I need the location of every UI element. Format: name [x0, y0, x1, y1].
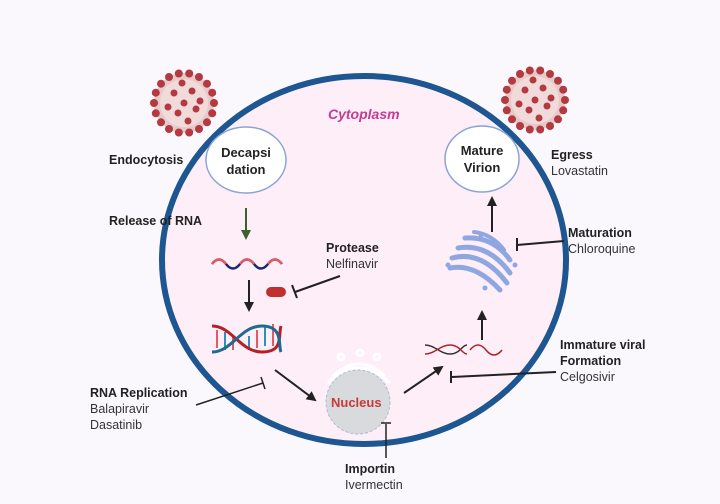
- drug-nelfinavir: Nelfinavir: [326, 257, 379, 271]
- virus-spike: [165, 125, 173, 133]
- virus-spike: [195, 73, 203, 81]
- virus-spike: [535, 114, 543, 122]
- importin-label: Importin Ivermectin: [345, 462, 403, 492]
- virus-spike: [561, 96, 569, 104]
- virus-spike: [529, 76, 537, 84]
- drug-celgosivir: Celgosivir: [560, 370, 615, 384]
- mature-virion-bubble: [444, 125, 520, 193]
- virus-spike: [501, 96, 509, 104]
- virus-spike: [195, 125, 203, 133]
- virus-spike: [174, 69, 183, 78]
- virus-spike: [536, 66, 545, 75]
- virus-spike: [508, 76, 516, 85]
- virus-icon-egress: [501, 66, 569, 134]
- virus-spike: [502, 85, 511, 94]
- arrow-to-nucleus: [274, 369, 317, 402]
- inhibit-protease: [294, 275, 341, 293]
- virus-spike: [185, 128, 194, 137]
- virus-spike: [554, 115, 562, 124]
- virus-spike: [157, 118, 165, 127]
- nucleus: [325, 369, 391, 435]
- virus-spike: [196, 97, 204, 105]
- virus-spike: [203, 79, 211, 88]
- virus-spike: [525, 125, 534, 134]
- drug-lovastatin: Lovastatin: [551, 164, 608, 178]
- virus-spike: [192, 105, 200, 113]
- virus-spike: [543, 102, 551, 110]
- virus-spike: [525, 106, 533, 114]
- dna-helix-icon: [211, 324, 283, 354]
- virus-spike: [157, 79, 165, 88]
- virus-spike: [150, 99, 158, 107]
- cytoplasm-label: Cytoplasm: [328, 106, 400, 122]
- virus-spike: [210, 99, 218, 107]
- decapsidation-label: Decapsi dation: [206, 144, 286, 178]
- drug-ivermectin: Ivermectin: [345, 478, 403, 492]
- decapsidation-line-1: Decapsi: [221, 145, 271, 160]
- virus-spike: [521, 86, 529, 94]
- endocytosis-label: Endocytosis: [109, 153, 184, 167]
- immature-formation-label: Immature viral Formation Celgosivir: [560, 338, 646, 384]
- release-rna-label: Release of RNA: [109, 214, 203, 228]
- virus-spike: [151, 109, 160, 118]
- mature-virion-line-1: Mature: [460, 143, 504, 158]
- virus-spike: [525, 66, 534, 75]
- protease-icon: [266, 287, 286, 297]
- virus-spike: [531, 96, 539, 104]
- virus-spike: [184, 117, 192, 125]
- virus-spike: [208, 88, 217, 97]
- mature-virion-line-2: Virion: [463, 160, 501, 175]
- virus-spike: [546, 70, 554, 78]
- nucleus-label: Nucleus: [331, 395, 382, 410]
- virus-spike: [170, 89, 178, 97]
- virus-spike: [178, 79, 186, 87]
- virus-spike: [515, 100, 523, 108]
- virus-spike: [165, 73, 173, 81]
- virus-spike: [188, 87, 196, 95]
- maturation-label: Maturation Chloroquine: [568, 226, 636, 256]
- virus-spike: [516, 122, 524, 130]
- virus-spike: [180, 99, 188, 107]
- decapsidation-line-2: dation: [226, 162, 266, 177]
- virus-spike: [546, 122, 554, 130]
- virus-spike: [174, 109, 182, 117]
- virus-spike: [174, 128, 183, 137]
- virus-spike: [539, 84, 547, 92]
- inhibit-rna-replication: [195, 382, 264, 406]
- virus-spike: [203, 118, 211, 127]
- inhibit-maturation: [516, 240, 565, 246]
- virus-spike: [559, 106, 568, 115]
- virus-spike: [164, 103, 172, 111]
- virus-icon-endocytosis: [150, 69, 218, 137]
- mature-virion-label: Mature Virion: [445, 142, 519, 176]
- virus-spike: [559, 85, 568, 94]
- virus-spike: [508, 115, 516, 124]
- rna-replication-label: RNA Replication Balapiravir Dasatinib: [90, 386, 188, 432]
- drug-chloroquine: Chloroquine: [568, 242, 636, 256]
- virus-spike: [151, 88, 160, 97]
- protease-label: Protease Nelfinavir: [326, 241, 379, 271]
- immature-virus-icon: [424, 344, 503, 356]
- endoplasmic-reticulum-icon: [326, 348, 392, 385]
- inhibit-immature: [451, 371, 557, 378]
- virus-spike: [208, 109, 217, 118]
- virus-spike: [516, 70, 524, 78]
- arrow-to-immature: [403, 365, 444, 394]
- virus-spike: [554, 76, 562, 85]
- drug-balapiravir: Balapiravir: [90, 402, 150, 416]
- golgi-apparatus-icon: [445, 230, 518, 293]
- virus-spike: [547, 94, 555, 102]
- virus-spike: [185, 69, 194, 78]
- virus-spike: [536, 125, 545, 134]
- drug-dasatinib: Dasatinib: [90, 418, 143, 432]
- decapsidation-bubble: [205, 126, 287, 194]
- egress-label: Egress Lovastatin: [551, 148, 608, 178]
- virus-spike: [502, 106, 511, 115]
